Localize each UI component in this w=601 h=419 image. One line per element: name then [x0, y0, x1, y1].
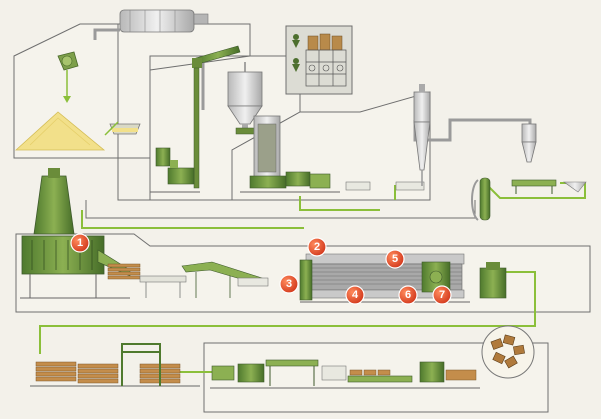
- dryer-drum: [119, 9, 209, 33]
- extruder-machine: [235, 115, 340, 193]
- flow-pellets-return: [299, 196, 380, 211]
- mixing-section: [150, 45, 263, 193]
- station-marker-7[interactable]: 7: [432, 285, 452, 305]
- station-label-5: 5: [392, 253, 398, 265]
- pellet-cooling-table: [511, 179, 587, 194]
- feed-hopper: [109, 123, 141, 135]
- packing-machine: [419, 361, 477, 383]
- pelletizing-section: [235, 25, 587, 221]
- duct-main: [413, 118, 520, 142]
- station-label-2: 2: [314, 241, 320, 253]
- station-label-6: 6: [405, 289, 411, 301]
- flow-press-out: [39, 271, 536, 354]
- filter-column: [471, 177, 491, 221]
- station-label-1: 1: [77, 237, 83, 249]
- sawdust-pile: [14, 111, 106, 151]
- mat-forming-tower: [20, 168, 130, 299]
- station-markers: 1 2 3 4 5 6 7: [70, 233, 452, 305]
- final-product-view: [481, 325, 535, 379]
- panel-upper-frame: [117, 24, 232, 201]
- pellet-conveyor-1: [345, 181, 371, 191]
- cyclone-separator-2: [521, 123, 537, 163]
- storage-silo: [227, 62, 263, 134]
- station-marker-6[interactable]: 6: [398, 285, 418, 305]
- cyclone-separator: [413, 84, 431, 186]
- additive-dosing-box: [285, 25, 353, 95]
- station-marker-5[interactable]: 5: [385, 249, 405, 269]
- forming-conveyor: [139, 275, 187, 298]
- trimming-line: [265, 359, 347, 386]
- station-marker-4[interactable]: 4: [345, 285, 365, 305]
- station-marker-1[interactable]: 1: [70, 233, 90, 253]
- cutting-station: [349, 369, 391, 376]
- station-label-4: 4: [352, 289, 359, 301]
- duct-feed-left: [93, 28, 120, 40]
- incline-conveyor: [181, 261, 269, 298]
- sanding-machine: [211, 363, 265, 383]
- finished-boards-left: [35, 361, 181, 384]
- grinder-unit: [57, 51, 79, 103]
- mixer-tank: [150, 147, 200, 193]
- stacker-gantry: [121, 343, 161, 386]
- station-marker-3[interactable]: 3: [279, 274, 299, 294]
- finishing-section: [30, 325, 535, 389]
- board-stack: [107, 263, 141, 280]
- panel-lower-frame: [85, 200, 476, 219]
- press-exit-unit: [479, 262, 507, 299]
- station-label-7: 7: [439, 289, 445, 301]
- raw-material-section: [14, 9, 209, 151]
- bucket-elevator: [193, 67, 200, 189]
- pellet-conveyor-2: [395, 181, 425, 191]
- station-label-3: 3: [286, 278, 292, 290]
- forming-line-section: [20, 168, 507, 303]
- flow-to-blending: [81, 210, 304, 229]
- station-marker-2[interactable]: 2: [307, 237, 327, 257]
- material-flow-lines: [39, 182, 586, 373]
